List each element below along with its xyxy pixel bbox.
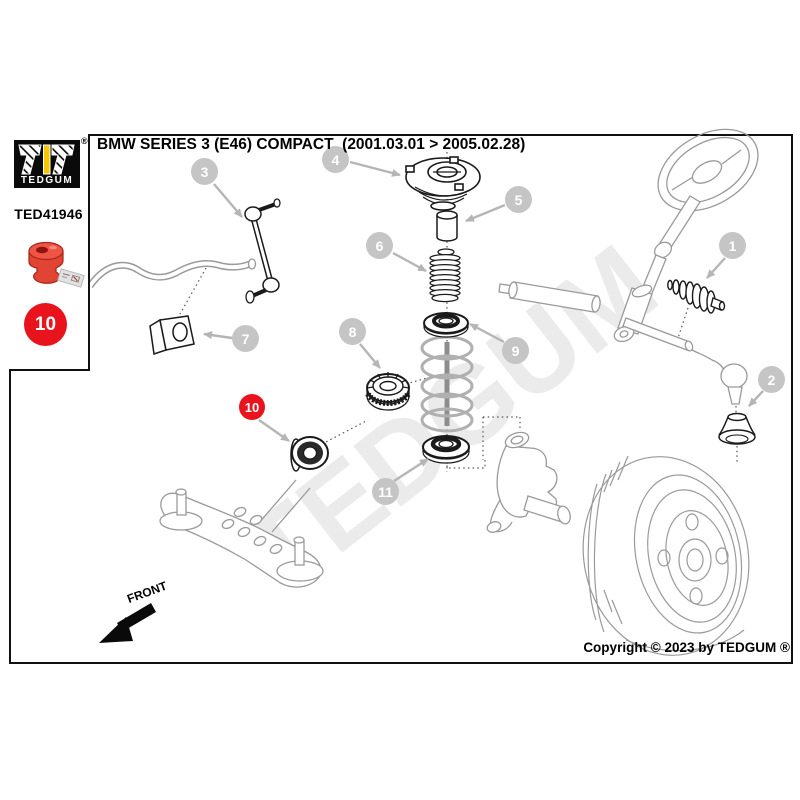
red-bushing-photo — [28, 241, 85, 288]
callout-7: 7 — [232, 325, 259, 352]
tedgum-logo: TEDGUM — [14, 140, 80, 188]
strut-bellows-part — [429, 248, 461, 303]
part-number: TED41946 — [14, 206, 83, 222]
strut-bearing-part — [365, 372, 411, 411]
tedgum-logo-glyphs — [18, 144, 75, 175]
diagram-frame — [9, 134, 793, 664]
control-arm-bushing-part — [290, 436, 329, 472]
callout-9: 9 — [502, 337, 529, 364]
callout-4: 4 — [322, 146, 349, 173]
sidebar-panel: TEDGUM ® TED41946 10 — [9, 134, 90, 371]
coil-spring-art — [420, 335, 474, 433]
wheel-tire-art — [582, 455, 750, 656]
copyright-notice: Copyright © 2023 by TEDGUM ® — [583, 640, 790, 655]
strut-mount-part — [405, 156, 481, 211]
callout-arrows — [203, 160, 764, 483]
rack-boot-part — [667, 279, 726, 314]
callout-8: 8 — [339, 318, 366, 345]
steering-column-art — [613, 128, 759, 343]
tie-rod-end-boot-part — [718, 412, 756, 445]
steering-knuckle-art — [486, 431, 571, 533]
callout-10-highlighted: 10 — [239, 394, 265, 420]
tedgum-logo-text: TEDGUM — [20, 175, 74, 186]
registered-trademark-icon: ® — [81, 136, 88, 146]
callout-5: 5 — [505, 186, 532, 213]
callout-3: 3 — [191, 158, 218, 185]
callout-1: 1 — [719, 232, 746, 259]
lower-spring-seat-part — [422, 435, 470, 464]
front-arrow — [99, 603, 156, 643]
callout-11: 11 — [372, 478, 399, 505]
stabilizer-link-part — [244, 198, 281, 304]
sidebar-part-badge: 10 — [24, 303, 67, 346]
bump-stop-part — [436, 210, 458, 242]
upper-spring-seat-part — [423, 312, 469, 338]
stabilizer-bar-art — [87, 258, 257, 289]
red-bushing-shape — [28, 241, 64, 284]
stabilizer-bracket-part — [149, 315, 195, 355]
callout-6: 6 — [366, 232, 393, 259]
info-sticker — [57, 268, 85, 288]
callout-2: 2 — [758, 366, 785, 393]
page-title: BMW SERIES 3 (E46) COMPACT (2001.03.01 >… — [97, 136, 526, 153]
steering-rack-art — [498, 281, 748, 405]
control-arm-art — [159, 479, 324, 588]
